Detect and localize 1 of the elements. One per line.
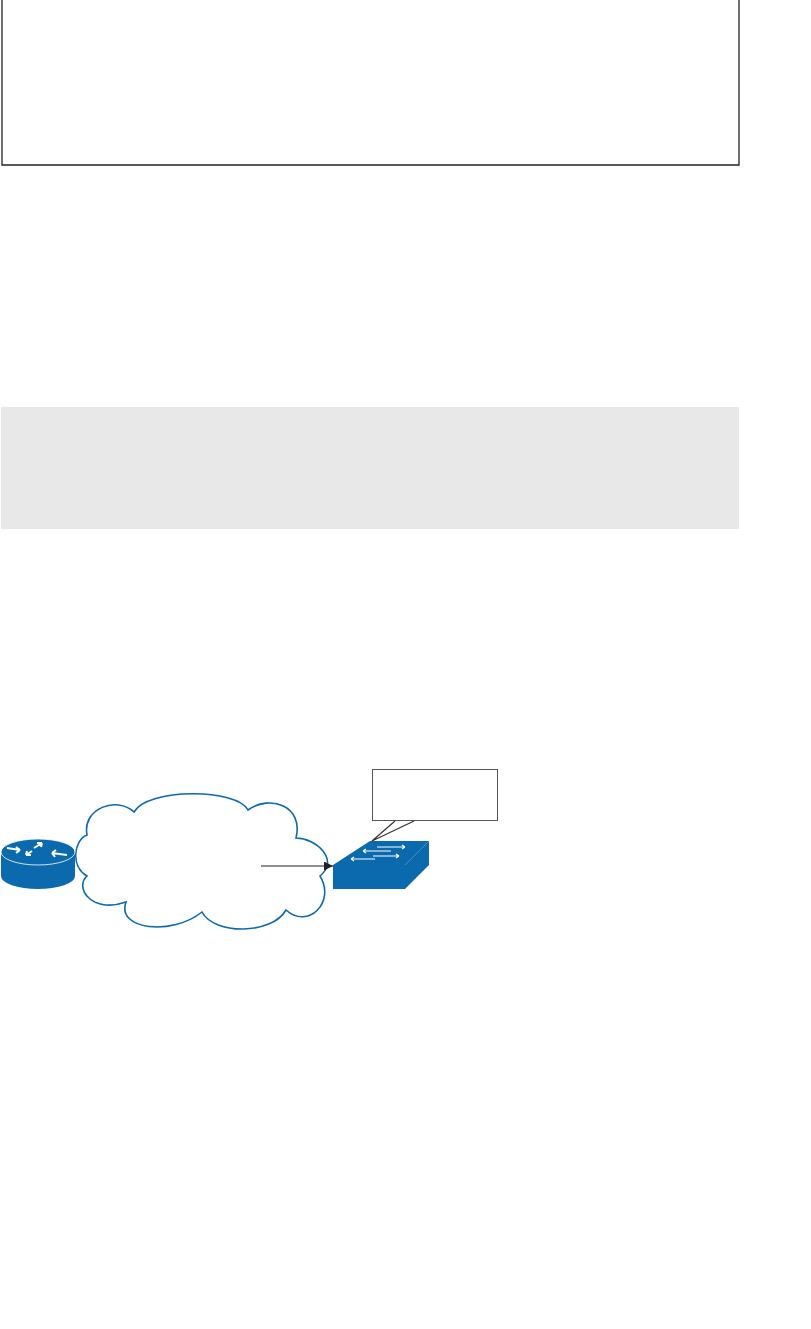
arrow — [260, 861, 334, 871]
